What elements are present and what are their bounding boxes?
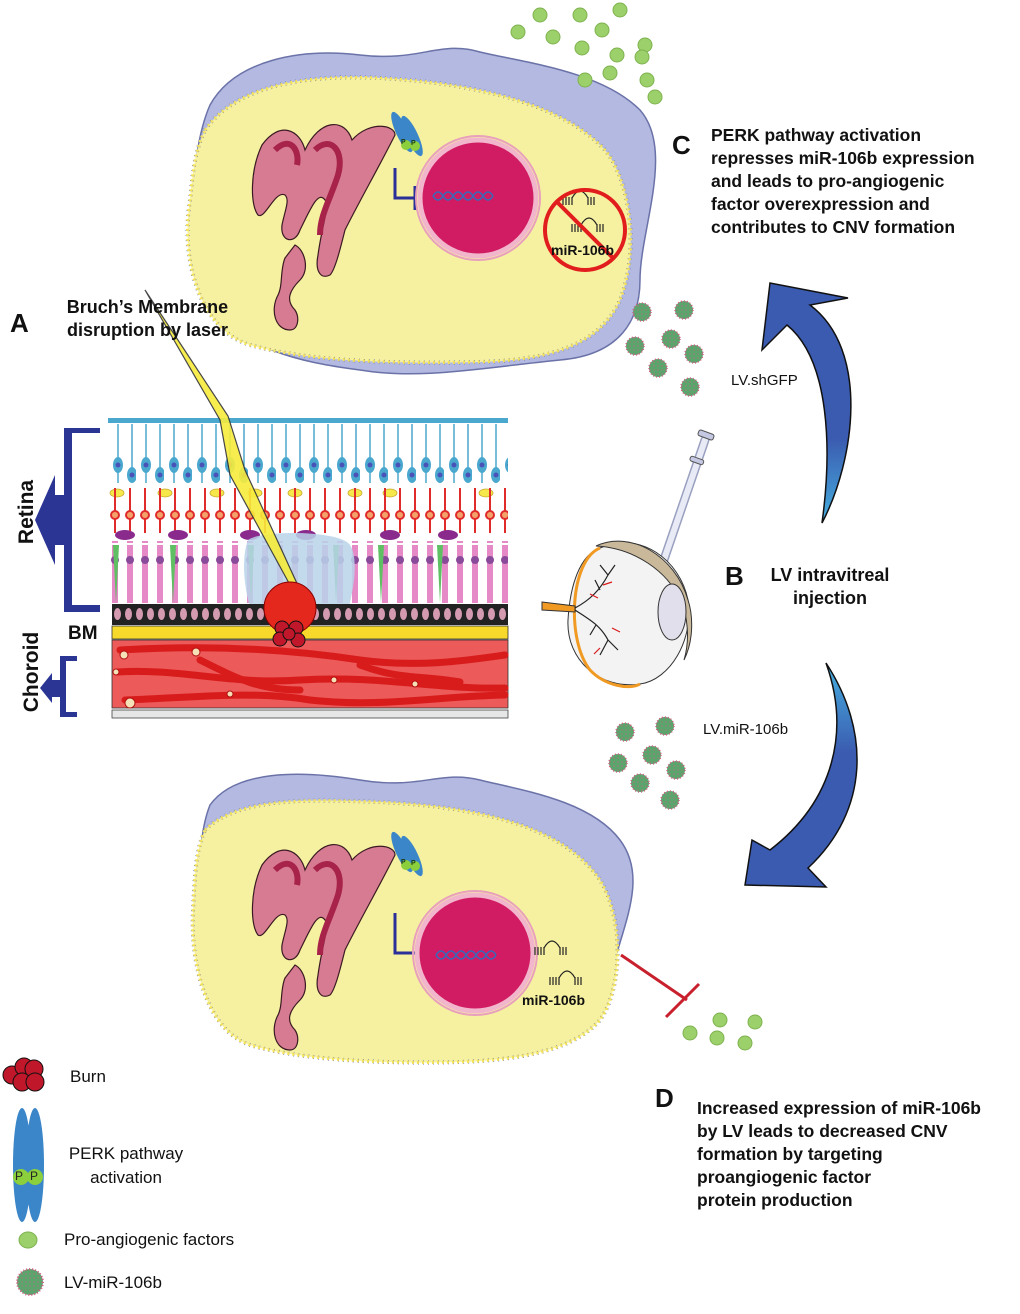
panel-b-letter: B: [725, 561, 744, 591]
legend-lentivirus-icon: [16, 1268, 44, 1296]
arrow-up-icon: [760, 282, 852, 524]
top-perk-inhibition-icon: [393, 168, 417, 210]
bottom-mirna-label: miR-106b: [522, 992, 586, 1008]
panel-d-letter: D: [655, 1083, 674, 1113]
choroid-label: Choroid: [20, 631, 44, 713]
bipolar-cell-layer: [108, 488, 508, 533]
top-perk-dimer-icon: [391, 111, 423, 157]
panel-a-title: Bruch’s Membrane disruption by laser: [66, 297, 229, 340]
retina-bracket-icon: [35, 428, 100, 612]
arrow-down-label: LV.miR-106b: [703, 721, 789, 738]
muller-cells: [115, 530, 458, 540]
top-mirna-label: miR-106b: [551, 242, 615, 258]
bottom-cell-outer: [196, 773, 634, 1058]
bottom-mirna-icon: [534, 940, 582, 985]
top-pro-angiogenic-factors: [510, 2, 663, 105]
bottom-perk-dimer-icon: [391, 831, 423, 877]
top-perk-mark-1: P: [401, 139, 406, 146]
mirna-block-factor-icon: [620, 953, 701, 1019]
lv-mir106b-particles: [608, 716, 686, 810]
photoreceptor-layer: [108, 541, 508, 603]
bottom-nucleus: [414, 892, 536, 1014]
bottom-er-ribbon: [251, 844, 396, 1051]
top-er-ribbon: [251, 124, 396, 331]
legend-label-perk: PERK pathway activation: [68, 1144, 184, 1187]
lv-shgfp-particles: [625, 300, 704, 397]
legend-perk-mark-2: P: [30, 1169, 39, 1183]
bruchs-membrane: [111, 625, 509, 640]
retina-label: Retina: [15, 479, 39, 545]
bottom-perk-inhibition-icon: [393, 913, 422, 966]
panel-d-text: Increased expression of miR-106b by LV l…: [697, 1098, 981, 1210]
legend-label-burn: Burn: [70, 1067, 106, 1086]
sclera-layer: [111, 709, 509, 719]
bottom-perk-mark-2: P: [411, 860, 416, 867]
syringe-icon: [647, 429, 715, 601]
burn-lesion-icon: [263, 581, 317, 648]
top-mirna-icon: [562, 190, 604, 232]
legend-label-factors: Pro-angiogenic factors: [64, 1230, 235, 1249]
panel-c-text: PERK pathway activation represses miR-10…: [711, 125, 975, 237]
top-nucleus: [417, 137, 539, 259]
bottom-dna-icon: [435, 950, 497, 960]
choroid-vessels: [114, 644, 509, 707]
arrow-up-label: LV.shGFP: [731, 372, 798, 389]
horizontal-cells: [109, 488, 494, 498]
rpe-layer: [112, 604, 508, 625]
bottom-cell-cytoplasm: [190, 798, 620, 1065]
cone-cells: [113, 545, 443, 603]
bottom-pro-angiogenic-factors: [682, 1012, 763, 1051]
arrow-down-icon: [744, 662, 858, 888]
legend-perk-dimer-icon: [13, 1108, 44, 1222]
lesion-area: [244, 533, 355, 620]
choroid-vessel-lumens: [112, 647, 419, 709]
bm-label: BM: [68, 623, 98, 644]
top-cell-outer: [192, 47, 657, 375]
legend-label-lentivirus: LV-miR-106b: [64, 1273, 162, 1292]
choroid-layer: [111, 639, 509, 709]
legend-pro-angiogenic-factor-icon: [18, 1231, 38, 1249]
nerve-fiber-layer: [108, 418, 508, 423]
bottom-perk-mark-1: P: [401, 859, 406, 866]
top-perk-mark-2: P: [411, 140, 416, 147]
ganglion-cell-layer: [108, 423, 508, 483]
eye-icon: [541, 540, 693, 689]
top-dna-icon: [432, 191, 494, 201]
legend-burn-icon: [2, 1057, 45, 1092]
choroid-bracket-icon: [40, 656, 77, 717]
panel-a-letter: A: [10, 308, 29, 338]
panel-b-title: LV intravitreal injection: [770, 565, 890, 608]
top-mirna-inhibited-icon: [543, 188, 627, 272]
panel-c-letter: C: [672, 130, 691, 160]
legend-perk-mark-1: P: [15, 1169, 24, 1183]
